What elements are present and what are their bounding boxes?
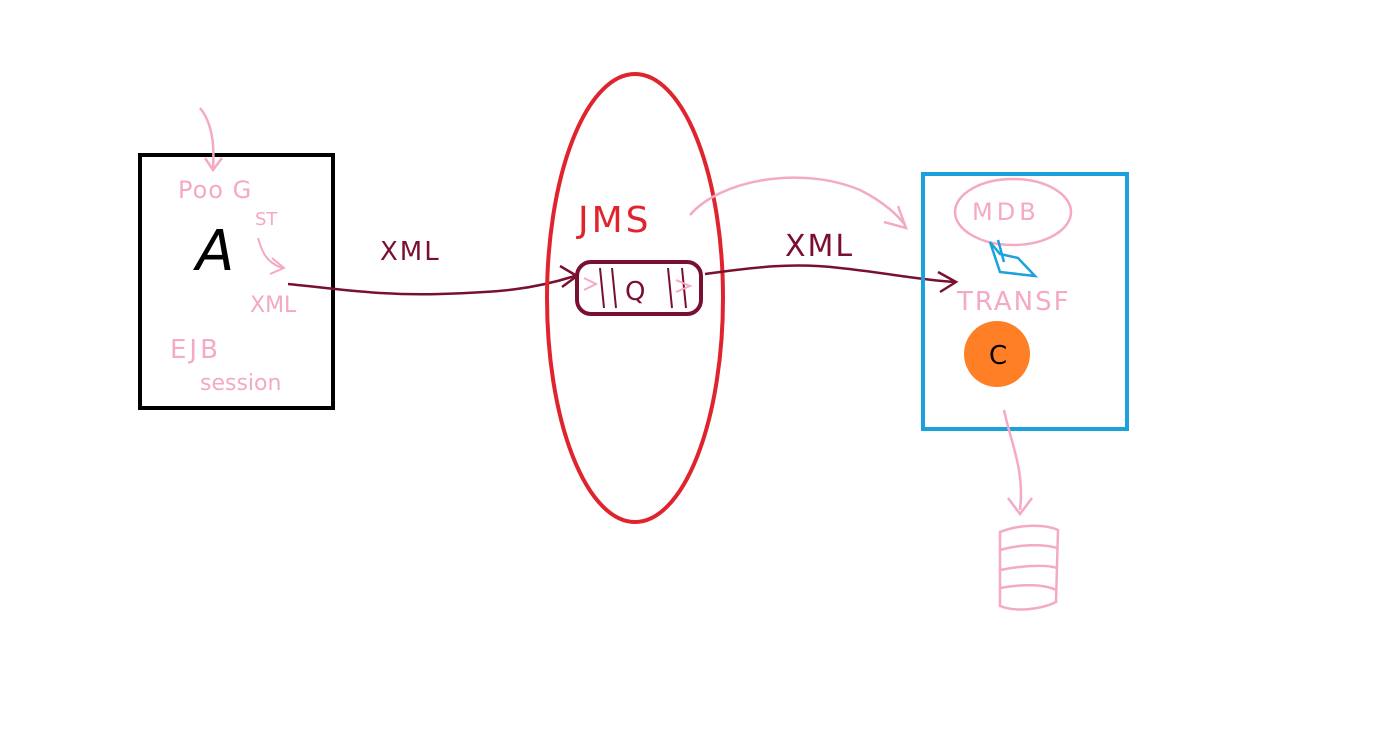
jms-ellipse	[545, 72, 725, 524]
connector-right-label: XML	[785, 229, 854, 264]
queue-icon: Q	[575, 260, 703, 316]
pojo-label: Poo G	[178, 176, 252, 204]
box-a-xml-label: XML	[250, 293, 297, 318]
mdb-label: MDB	[972, 198, 1040, 226]
database-icon	[998, 524, 1060, 611]
mdb-oval	[953, 177, 1073, 247]
incoming-arrowhead	[203, 157, 223, 173]
transf-label: TRANSF	[956, 287, 1071, 317]
jms-label: JMS	[576, 200, 652, 241]
connector-a-arrowhead	[559, 264, 580, 289]
inner-arrowhead	[269, 257, 286, 275]
component-c-box	[921, 172, 1129, 431]
connector-c-arrowhead	[937, 270, 959, 294]
component-c-circle	[964, 321, 1030, 387]
ejb-label: EJB	[170, 335, 221, 365]
component-a-letter: A	[193, 219, 234, 284]
inner-arrow	[257, 237, 283, 269]
session-label: session	[200, 371, 281, 396]
connector-left-label: XML	[380, 237, 441, 267]
c-to-db-arrow	[1002, 409, 1023, 511]
queue-label: Q	[625, 277, 645, 307]
jms-to-mdb-arrowhead	[883, 205, 908, 230]
component-a-box	[138, 153, 335, 410]
connector-a-to-queue	[287, 274, 576, 296]
connector-queue-to-c	[704, 264, 956, 284]
jms-to-mdb-arrow	[689, 176, 906, 226]
st-label: ST	[255, 209, 278, 230]
component-c-label: C	[989, 341, 1007, 371]
c-to-db-arrowhead	[1007, 497, 1033, 517]
transform-icon	[988, 239, 1039, 278]
incoming-arrow	[199, 107, 215, 169]
